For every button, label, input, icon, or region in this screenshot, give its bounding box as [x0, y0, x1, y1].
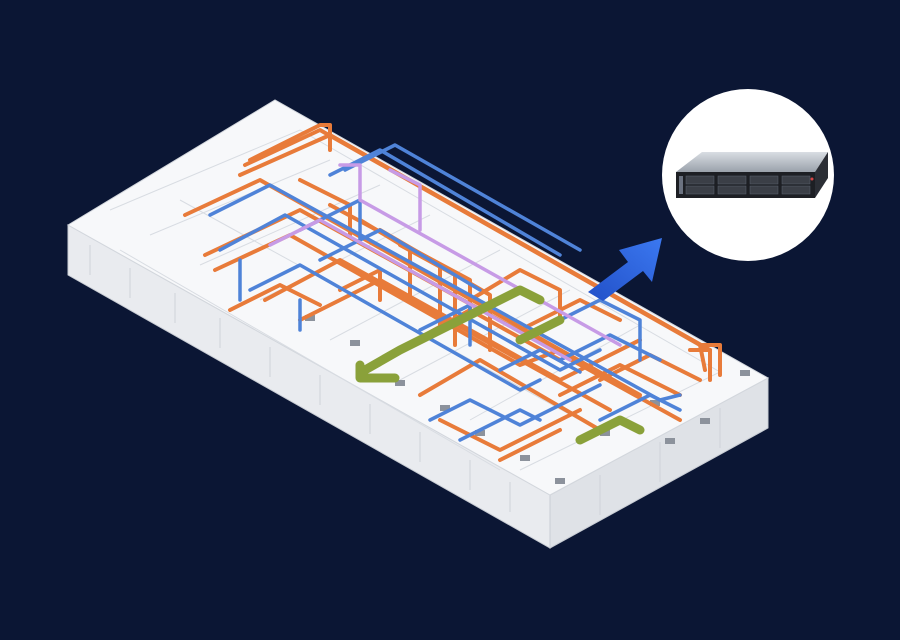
blue-pipe	[598, 393, 682, 422]
orange-pipe	[183, 178, 642, 397]
blue-pipe	[428, 383, 602, 427]
facade-details	[89, 245, 721, 515]
blue-pipe	[248, 263, 542, 392]
orange-pipe	[468, 268, 562, 322]
olive-duct	[575, 415, 645, 445]
server-callout	[662, 89, 834, 261]
blue-pipe	[458, 408, 542, 442]
rack-server-icon	[676, 152, 828, 198]
olive-duct	[355, 360, 400, 383]
arrow-up-right-icon	[588, 238, 662, 301]
equipment-blocks	[305, 315, 750, 484]
purple-pipe	[268, 218, 572, 362]
blue-pipe	[538, 298, 642, 362]
olive-duct	[360, 285, 545, 375]
orange-pipe	[518, 298, 622, 332]
orange-pipe	[228, 283, 322, 312]
orange-pipe	[438, 408, 582, 452]
blue-pipe	[208, 183, 682, 402]
orange-pipe	[498, 428, 562, 462]
purple-pipe	[338, 163, 622, 347]
mep-pipework	[183, 123, 722, 462]
orange-pipe	[698, 343, 722, 377]
blue-pipe	[318, 228, 482, 292]
blue-pipe	[498, 348, 582, 374]
olive-duct	[515, 315, 565, 345]
orange-pipe	[688, 348, 712, 382]
purple-pipe	[388, 168, 422, 232]
blue-pipe	[558, 333, 662, 362]
blue-pipe	[218, 213, 602, 372]
orange-pipe	[238, 133, 712, 352]
blue-pipe	[343, 143, 582, 252]
orange-pipe	[558, 363, 682, 397]
